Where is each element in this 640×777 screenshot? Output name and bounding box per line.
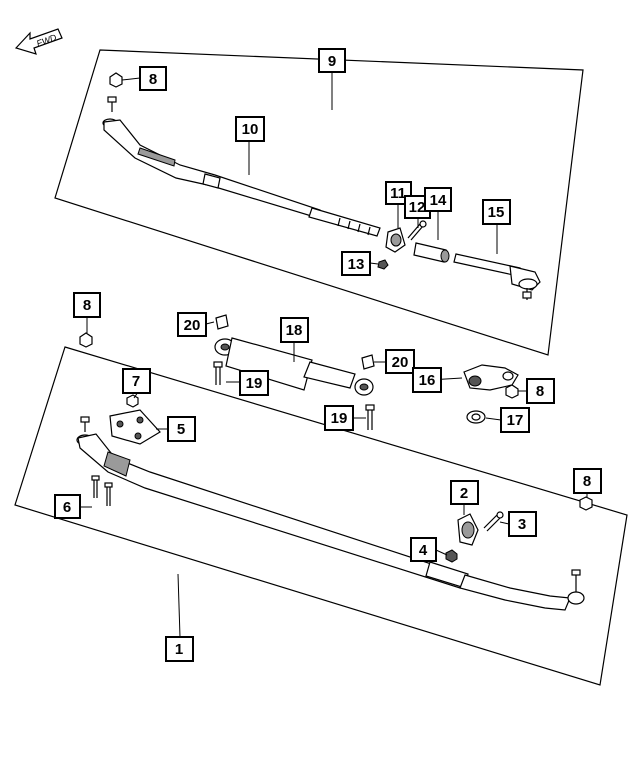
svg-text:7: 7 [132, 373, 140, 390]
svg-text:20: 20 [392, 354, 409, 371]
clamp-part-2 [457, 513, 479, 546]
svg-text:17: 17 [507, 412, 524, 429]
callout-18: 18 [280, 317, 309, 343]
callout-20-left: 20 [177, 312, 207, 337]
steering-damper-part-18 [214, 337, 374, 396]
callout-4: 4 [410, 537, 437, 562]
svg-text:18: 18 [286, 322, 303, 339]
washer-part-17 [466, 410, 486, 424]
callout-14: 14 [424, 187, 452, 212]
callout-13: 13 [341, 251, 371, 276]
svg-text:19: 19 [246, 375, 263, 392]
nut-part-4 [445, 549, 458, 563]
callout-6: 6 [54, 494, 81, 519]
svg-text:20: 20 [184, 317, 201, 334]
svg-text:8: 8 [83, 297, 91, 314]
callout-8-right: 8 [573, 468, 602, 494]
svg-text:15: 15 [488, 204, 505, 221]
nut-part-8-top [109, 72, 123, 88]
nut-part-20-left [215, 314, 229, 330]
fwd-arrow-icon: FWD [14, 28, 63, 55]
plate-part-5 [109, 409, 161, 445]
nut-part-13 [377, 259, 389, 270]
callout-5: 5 [167, 416, 196, 442]
bolt-part-3 [483, 511, 504, 532]
upper-tie-rod [102, 96, 381, 237]
svg-text:8: 8 [149, 71, 157, 88]
callout-17: 17 [500, 407, 530, 433]
callout-1: 1 [165, 636, 194, 662]
svg-text:9: 9 [328, 53, 336, 70]
bolt-part-6 [91, 475, 113, 506]
svg-text:11: 11 [390, 185, 406, 202]
callout-10: 10 [235, 116, 265, 142]
bolt-part-12 [407, 220, 427, 241]
nut-part-20-right [361, 354, 375, 370]
adjuster-sleeve-part-14 [413, 242, 450, 263]
nut-part-8-mid [505, 384, 519, 399]
lower-drag-link [76, 416, 585, 611]
callout-8-left: 8 [73, 292, 101, 318]
clamp-part-11 [385, 227, 406, 253]
callout-19-right: 19 [324, 405, 354, 431]
nut-part-7 [126, 394, 139, 408]
svg-text:2: 2 [460, 485, 468, 502]
svg-text:5: 5 [177, 421, 185, 438]
svg-text:8: 8 [583, 473, 591, 490]
svg-text:14: 14 [430, 192, 447, 209]
callout-8-top: 8 [139, 66, 167, 91]
callout-19-left: 19 [239, 370, 269, 396]
tie-rod-end-part-15 [453, 253, 541, 300]
callout-8-mid: 8 [526, 378, 555, 404]
svg-text:10: 10 [242, 121, 259, 138]
callout-7: 7 [122, 368, 151, 394]
bracket-part-16 [463, 364, 519, 391]
svg-text:8: 8 [536, 383, 544, 400]
callout-2: 2 [450, 480, 479, 505]
svg-text:16: 16 [419, 372, 436, 389]
lower-assembly-panel [14, 346, 628, 686]
upper-assembly-panel [54, 49, 584, 356]
callout-12: 12 [404, 195, 431, 219]
callout-20-right: 20 [385, 349, 415, 374]
svg-text:12: 12 [409, 199, 426, 216]
fwd-label: FWD [35, 32, 58, 49]
svg-text:1: 1 [175, 641, 183, 658]
callout-3: 3 [508, 511, 537, 537]
nut-part-8-left [79, 332, 93, 348]
nut-part-8-right [579, 496, 593, 511]
svg-text:4: 4 [419, 542, 428, 559]
callout-9: 9 [318, 48, 346, 73]
svg-text:3: 3 [518, 516, 526, 533]
bolt-part-19-left [213, 361, 223, 385]
svg-text:13: 13 [348, 256, 365, 273]
bolt-part-19-right [365, 404, 375, 430]
callout-15: 15 [482, 199, 511, 225]
svg-text:6: 6 [63, 499, 71, 516]
callout-16: 16 [412, 367, 442, 393]
svg-text:19: 19 [331, 410, 348, 427]
